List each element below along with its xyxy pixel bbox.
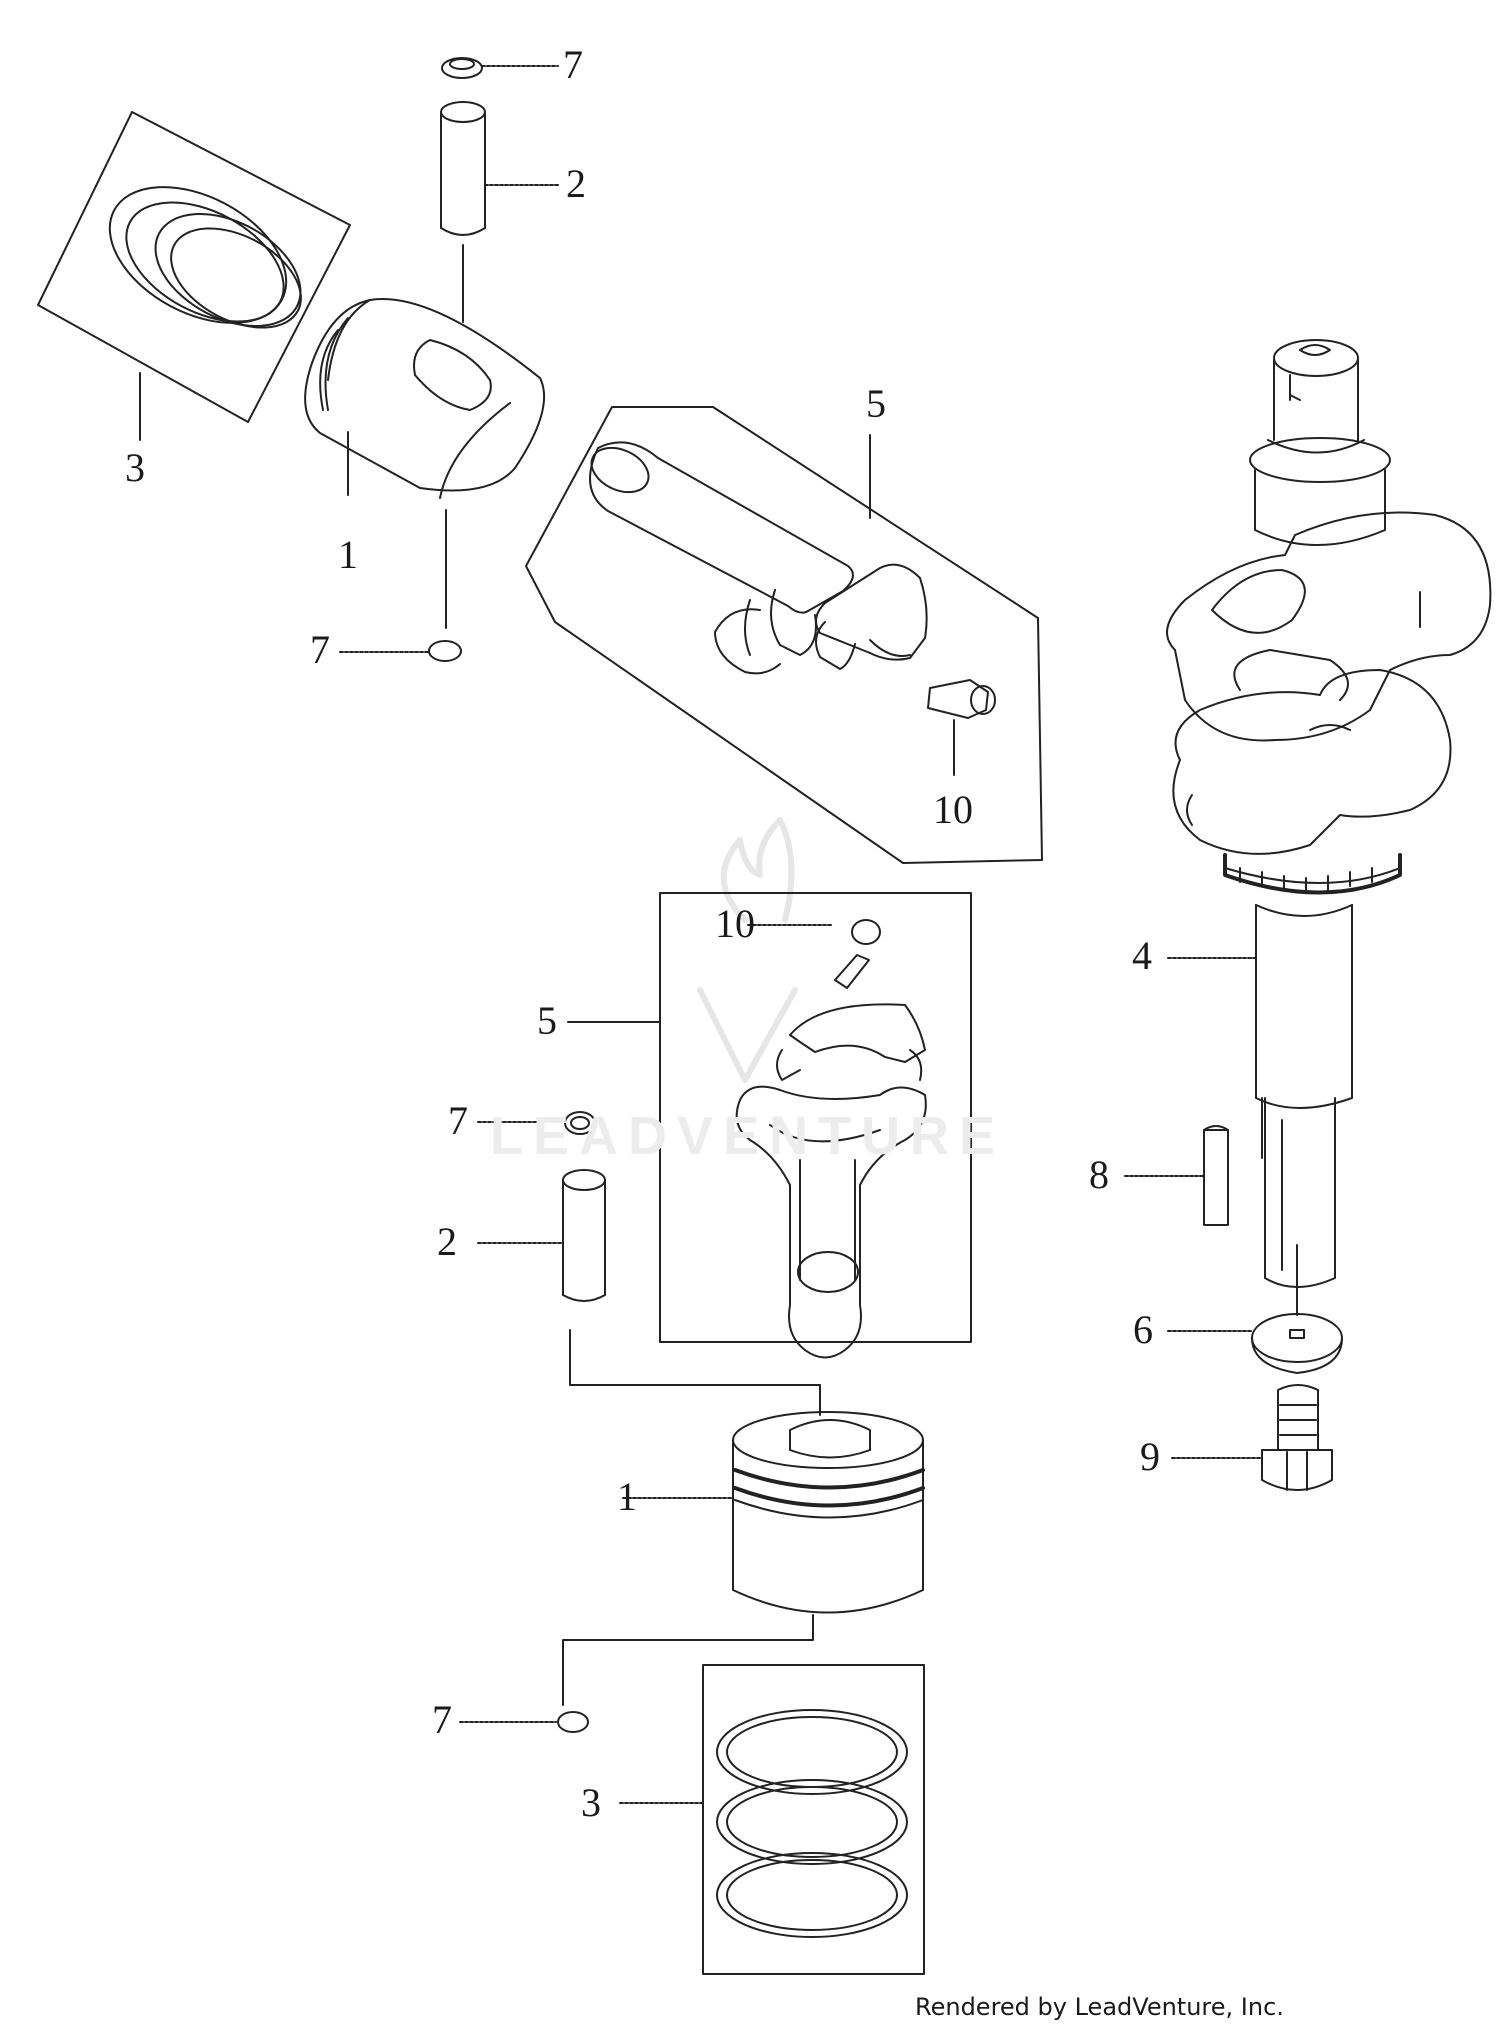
connecting-rod-kit-5-top: [526, 407, 1042, 863]
washer-6: [1252, 1314, 1342, 1373]
piston-ring-set-3-lower: [703, 1665, 924, 1974]
crank-bolt-9: [1262, 1385, 1332, 1490]
connecting-rod-kit-5-lower: [660, 893, 971, 1358]
retainer-ring-7-lower-1: [565, 1112, 595, 1134]
callout-5-lower: 5: [537, 998, 557, 1043]
footer-credit: Rendered by LeadVenture, Inc.: [915, 1993, 1284, 2021]
callout-8: 8: [1089, 1152, 1109, 1197]
callout-7-lower-1: 7: [448, 1098, 468, 1143]
crankshaft-4: [1167, 340, 1490, 1287]
callout-3-top: 3: [125, 445, 145, 490]
wrist-pin-2-lower: [563, 1170, 605, 1301]
watermark-text: LEADVENTURE: [490, 1106, 1006, 1166]
callout-7-top: 7: [563, 42, 583, 87]
leader-line: [563, 1615, 813, 1705]
callout-7-lower-2: 7: [432, 1697, 452, 1742]
callout-10-top: 10: [933, 787, 973, 832]
callout-2-lower: 2: [437, 1219, 457, 1264]
woodruff-key-8: [1204, 1126, 1228, 1225]
callout-7-mid: 7: [310, 627, 330, 672]
callout-4: 4: [1132, 933, 1152, 978]
watermark-logo: [700, 820, 795, 1080]
retainer-ring-7-mid: [429, 641, 461, 661]
wrist-pin-2-top: [441, 102, 485, 235]
piston-ring-set-3-top: [38, 112, 350, 422]
retainer-ring-7-lower-2: [558, 1712, 588, 1732]
retainer-ring-7-top: [442, 58, 482, 78]
callout-1-top: 1: [338, 532, 358, 577]
piston-1-lower: [733, 1412, 923, 1613]
callout-6: 6: [1133, 1307, 1153, 1352]
piston-1-top: [305, 299, 544, 498]
callout-3-lower: 3: [581, 1780, 601, 1825]
callout-1-lower: 1: [617, 1474, 637, 1519]
callout-5-top: 5: [866, 381, 886, 426]
callout-9: 9: [1140, 1434, 1160, 1479]
callout-2-top: 2: [566, 161, 586, 206]
callout-10-lower: 10: [715, 901, 755, 946]
leader-line: [570, 1330, 820, 1415]
